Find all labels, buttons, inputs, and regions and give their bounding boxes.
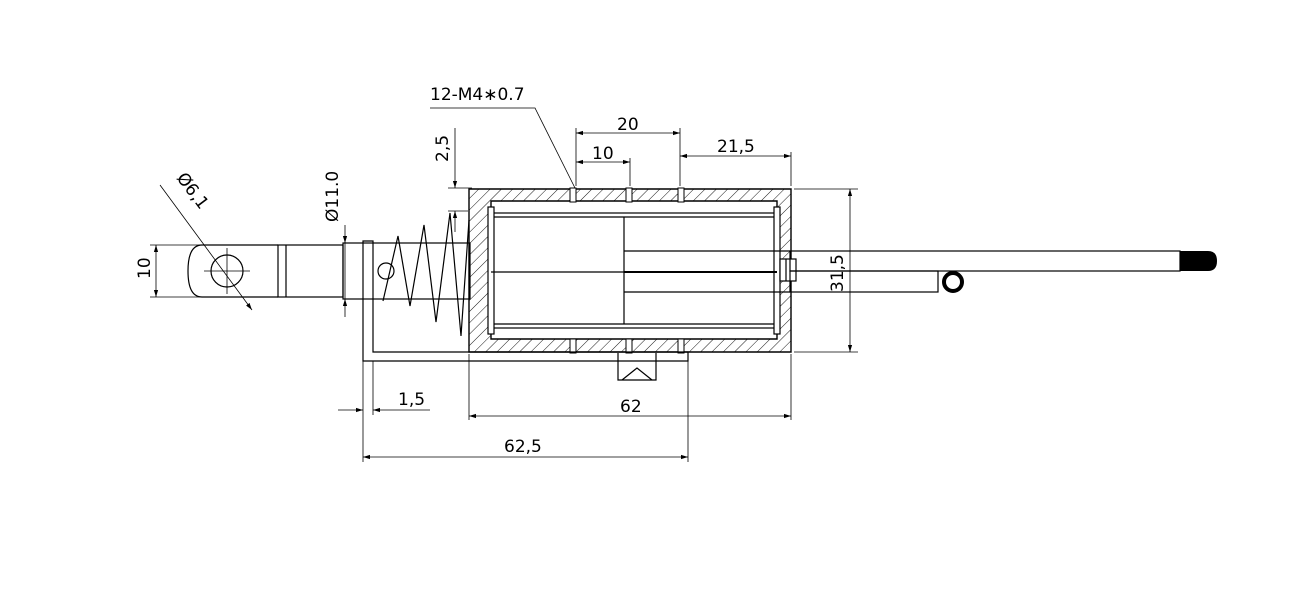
label-20: 20	[617, 115, 639, 135]
plunger-shaft	[342, 242, 471, 300]
label-1-5: 1,5	[398, 390, 425, 410]
label-thread: 12-M4∗0.7	[430, 85, 525, 105]
label-10-left: 10	[135, 257, 155, 279]
bobbin-flange-left	[487, 206, 495, 335]
label-dia-11: Ø11.0	[323, 171, 343, 222]
output-rod-upper	[789, 250, 1181, 272]
label-62: 62	[620, 397, 642, 417]
solenoid-housing	[468, 187, 797, 381]
bobbin-flange-right	[773, 206, 781, 335]
label-21-5: 21,5	[717, 137, 755, 157]
label-62-5: 62,5	[504, 437, 542, 457]
label-31-5: 31,5	[828, 254, 848, 292]
output-rods	[789, 250, 1217, 293]
rod-tip	[1180, 251, 1217, 271]
plunger-neck	[277, 244, 344, 298]
return-spring	[382, 212, 470, 337]
label-10-top: 10	[592, 144, 614, 164]
dimension-lines	[150, 107, 858, 462]
label-2-5: 2,5	[433, 135, 453, 162]
housing-slots	[569, 187, 685, 354]
retaining-pin	[377, 262, 395, 280]
output-rod-lower	[789, 270, 939, 293]
bobbin	[490, 212, 778, 329]
mounting-lug	[617, 353, 657, 381]
plunger	[187, 242, 471, 300]
plunger-eye	[187, 244, 278, 298]
label-dia-6-1: Ø6,1	[172, 169, 212, 213]
lead-ring	[942, 271, 964, 293]
